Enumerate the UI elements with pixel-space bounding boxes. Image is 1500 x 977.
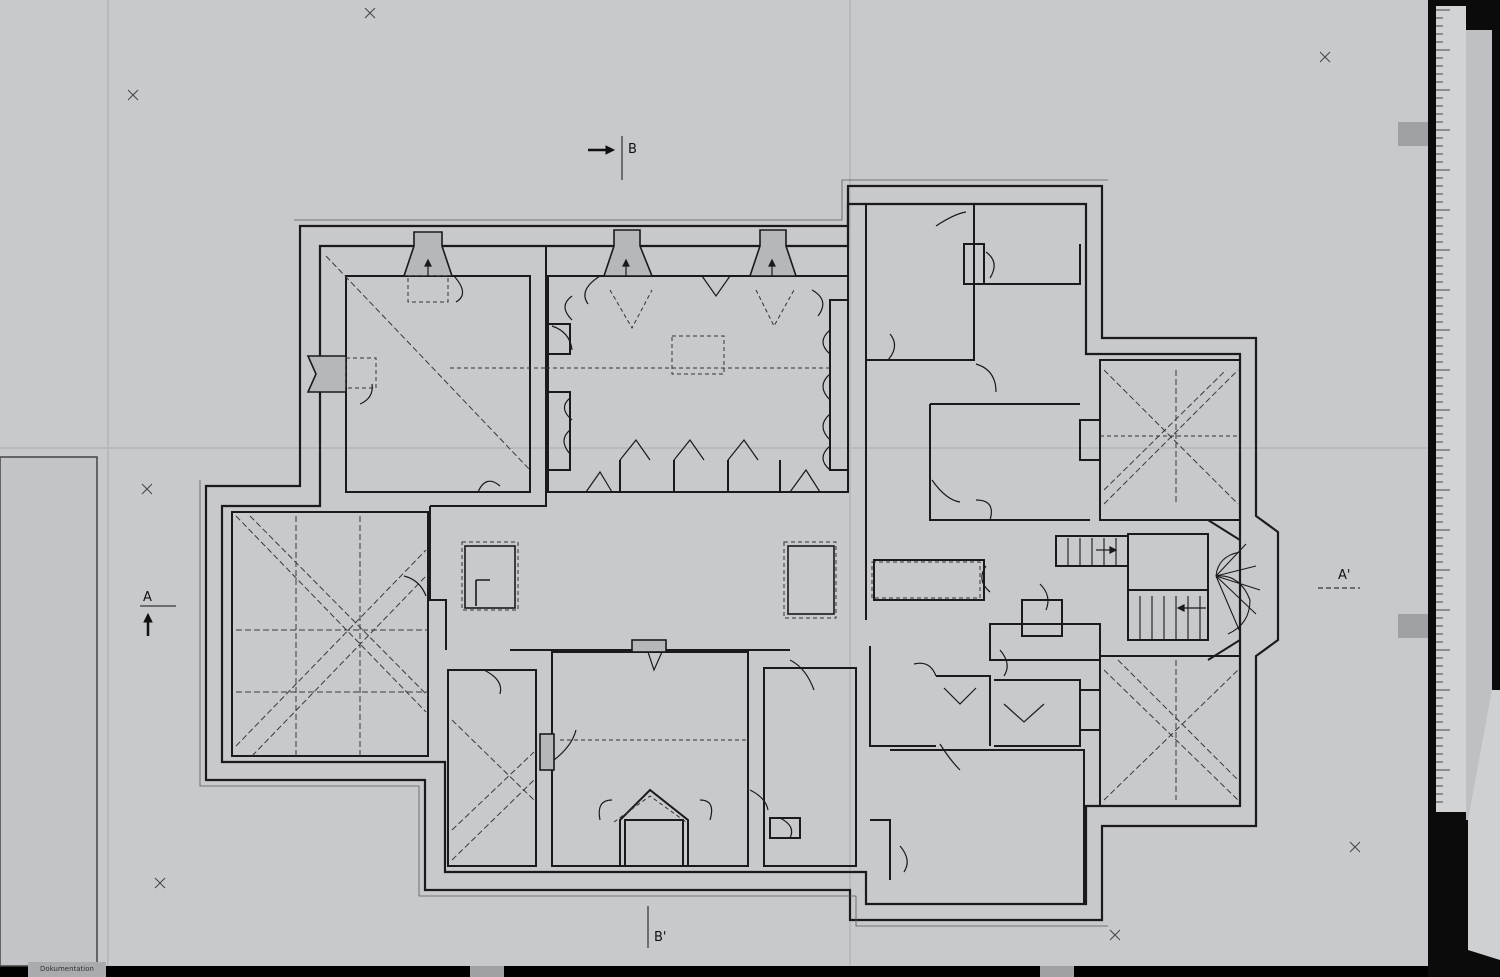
section-label-b-bottom: B' <box>654 930 667 945</box>
ruler-ticks <box>1436 9 1450 803</box>
pillar-bases <box>464 545 835 615</box>
interior-walls <box>231 204 1241 904</box>
section-label-a-right: A' <box>1338 568 1351 583</box>
registration-cross-icon <box>127 7 1451 941</box>
roof-trusses <box>235 255 1239 861</box>
ruler-icon <box>1398 0 1500 977</box>
exterior-walls <box>204 184 1280 922</box>
hearth-outlines <box>345 275 1240 823</box>
door-swings <box>359 211 1049 873</box>
outer-dimension-line <box>199 179 1108 927</box>
sheet-clips <box>80 966 1074 977</box>
stair-direction-arrows <box>424 258 1206 612</box>
section-arrow-icon <box>140 136 1360 948</box>
fireplace-chimneys <box>306 229 798 771</box>
adjacent-sheet <box>0 456 98 967</box>
fold-lines <box>0 0 1430 966</box>
section-label-b-top: B <box>628 142 637 157</box>
spiral-staircase <box>1067 538 1261 640</box>
section-label-a-left: A <box>143 590 152 605</box>
archive-stamp: Dokumentation <box>28 962 106 977</box>
